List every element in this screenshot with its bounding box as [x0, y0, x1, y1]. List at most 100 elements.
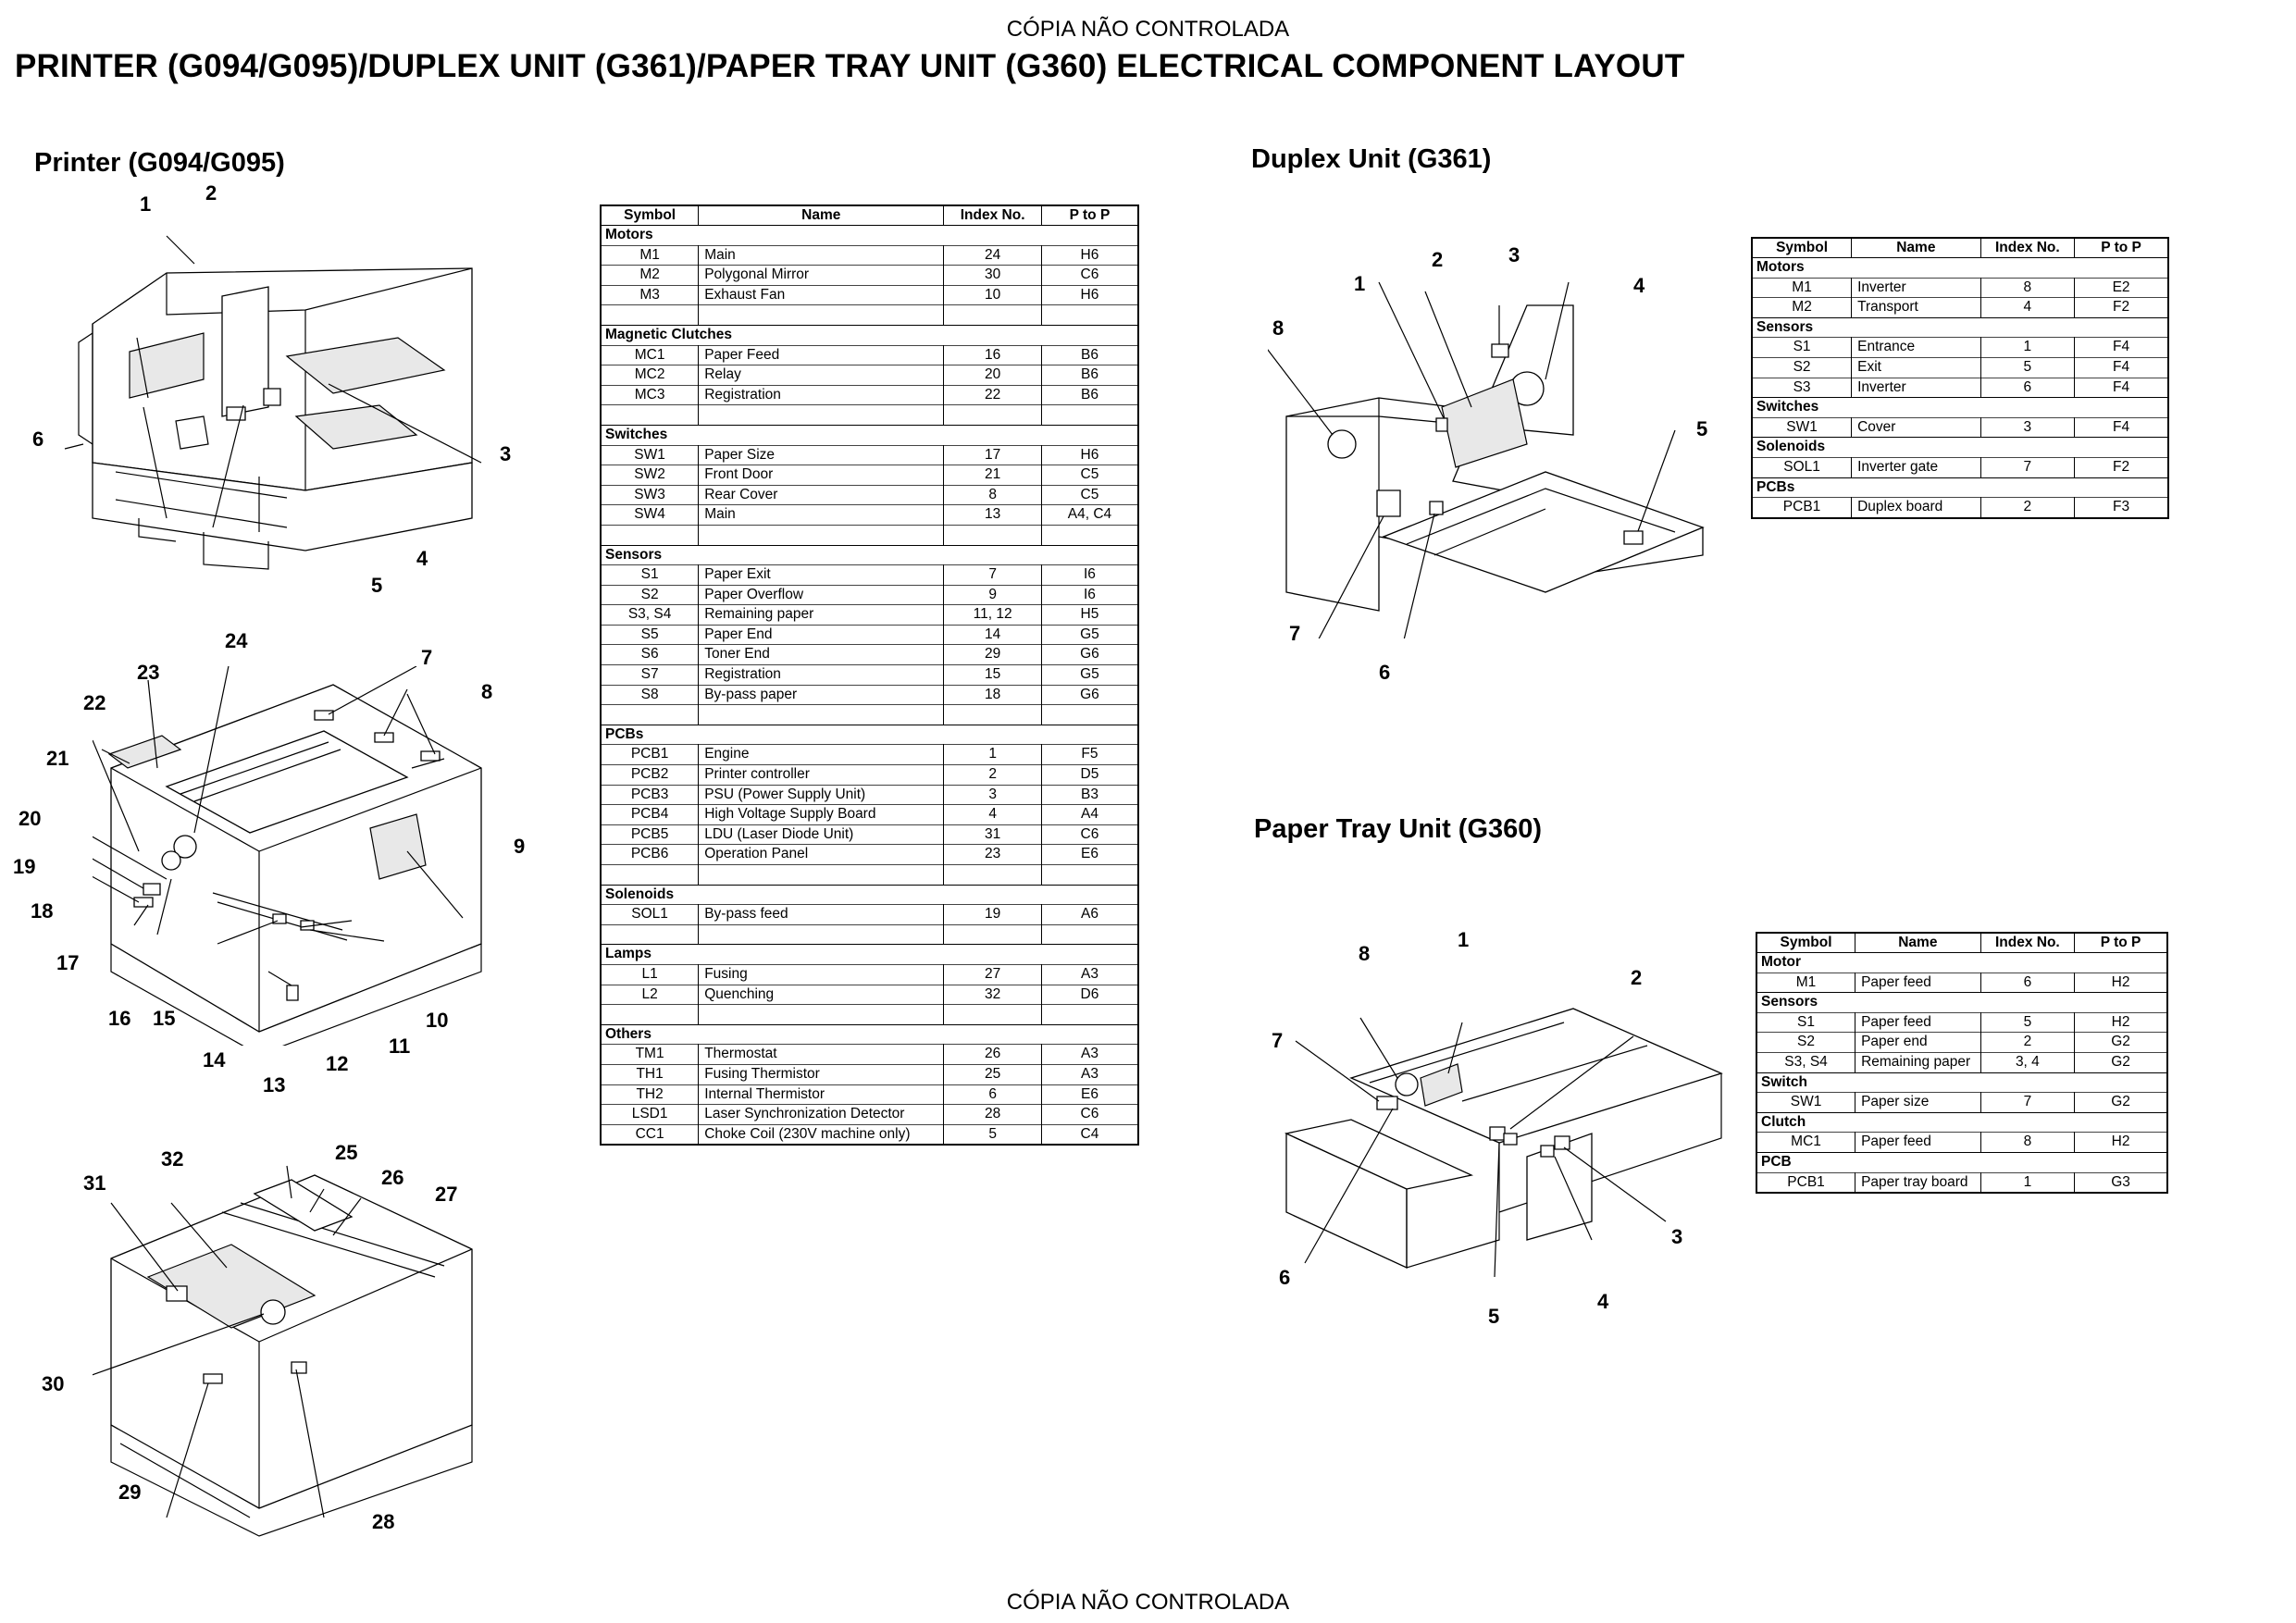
name-cell: Paper feed — [1855, 1011, 1981, 1033]
printer-top-body — [79, 268, 472, 569]
name-cell: High Voltage Supply Board — [698, 804, 945, 825]
index-cell: 3 — [943, 784, 1042, 805]
table-group-row: Solenoids — [1751, 437, 2169, 458]
index-cell: 5 — [1980, 356, 2076, 378]
group-label: Magnetic Clutches — [600, 324, 1139, 346]
table-group-row: Magnetic Clutches — [600, 324, 1139, 346]
index-cell: 2 — [943, 764, 1042, 786]
name-cell: Inverter — [1851, 377, 1981, 398]
index-cell: 27 — [943, 963, 1042, 985]
index-cell: 4 — [943, 804, 1042, 825]
index-cell: 8 — [943, 484, 1042, 505]
table-group-row: PCBs — [600, 724, 1139, 745]
p-to-p-cell: H6 — [1040, 444, 1139, 465]
name-cell: Paper feed — [1855, 1132, 1981, 1153]
index-cell: 3, 4 — [1980, 1051, 2076, 1073]
group-label: Switches — [1751, 397, 2169, 418]
name-cell: Inverter gate — [1851, 456, 1981, 478]
index-cell: 6 — [943, 1084, 1042, 1105]
symbol-cell: S3 — [1751, 377, 1853, 398]
duplex-body — [1286, 305, 1703, 611]
column-header: P to P — [1040, 204, 1139, 226]
symbol-cell: S3, S4 — [1756, 1051, 1856, 1073]
name-cell: Paper Exit — [698, 564, 945, 586]
symbol-cell: PCB1 — [1756, 1171, 1856, 1194]
symbol-cell: SW1 — [600, 444, 700, 465]
callout-printer-top-1: 1 — [140, 192, 152, 216]
group-label: Sensors — [1756, 992, 2168, 1013]
table-group-row: Lamps — [600, 944, 1139, 965]
name-cell: Rear Cover — [698, 484, 945, 505]
empty-cell — [698, 304, 945, 326]
p-to-p-cell: F4 — [2074, 416, 2169, 438]
symbol-cell: TH2 — [600, 1084, 700, 1105]
group-label: Switch — [1756, 1072, 2168, 1093]
table-spacer-row — [600, 304, 1139, 326]
printer-top-drawing — [28, 185, 527, 601]
callout-tray-6: 6 — [1279, 1266, 1291, 1289]
table-group-row: Others — [600, 1023, 1139, 1045]
symbol-cell: MC3 — [600, 384, 700, 405]
callout-printer-mid-14: 14 — [203, 1048, 226, 1072]
empty-cell — [698, 864, 945, 886]
printer-bottom-body — [111, 1175, 472, 1536]
printer-mid-leaders — [93, 666, 463, 985]
symbol-cell: S2 — [600, 584, 700, 605]
p-to-p-cell: I6 — [1040, 564, 1139, 586]
empty-cell — [943, 524, 1042, 545]
index-cell: 1 — [1980, 1171, 2076, 1194]
index-cell: 31 — [943, 824, 1042, 845]
group-label: PCBs — [600, 724, 1139, 745]
index-cell: 20 — [943, 365, 1042, 386]
callout-printer-mid-20: 20 — [19, 807, 42, 830]
empty-cell — [600, 923, 700, 945]
name-cell: Laser Synchronization Detector — [698, 1104, 945, 1125]
p-to-p-cell: A3 — [1040, 1063, 1139, 1085]
empty-cell — [1040, 704, 1139, 725]
symbol-cell: MC1 — [600, 344, 700, 365]
name-cell: LDU (Laser Diode Unit) — [698, 824, 945, 845]
p-to-p-cell: G2 — [2074, 1032, 2168, 1053]
p-to-p-cell: F4 — [2074, 356, 2169, 378]
callout-printer-mid-18: 18 — [31, 899, 54, 923]
name-cell: Main — [698, 244, 945, 266]
name-cell: By-pass feed — [698, 904, 945, 925]
p-to-p-cell: H2 — [2074, 1011, 2168, 1033]
name-cell: Main — [698, 504, 945, 526]
p-to-p-cell: A6 — [1040, 904, 1139, 925]
p-to-p-cell: B6 — [1040, 344, 1139, 365]
index-cell: 22 — [943, 384, 1042, 405]
symbol-cell: PCB5 — [600, 824, 700, 845]
printer-bottom-drawing — [93, 1157, 500, 1545]
table-spacer-row — [600, 704, 1139, 725]
p-to-p-cell: F5 — [1040, 744, 1139, 765]
index-cell: 21 — [943, 465, 1042, 486]
index-cell: 4 — [1980, 297, 2076, 318]
symbol-cell: S7 — [600, 664, 700, 686]
symbol-cell: SW2 — [600, 465, 700, 486]
callout-printer-bottom-25: 25 — [335, 1141, 358, 1164]
name-cell: Printer controller — [698, 764, 945, 786]
callout-printer-mid-12: 12 — [326, 1052, 349, 1075]
paper-tray-leaders — [1296, 1018, 1666, 1277]
empty-cell — [943, 704, 1042, 725]
callout-printer-mid-16: 16 — [108, 1007, 131, 1030]
group-label: Lamps — [600, 944, 1139, 965]
table-spacer-row — [600, 923, 1139, 945]
name-cell: Paper size — [1855, 1092, 1981, 1113]
